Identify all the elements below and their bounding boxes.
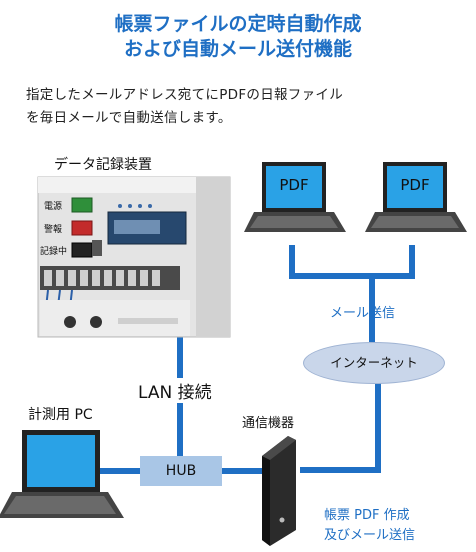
description-line-2: を毎日メールで自動送信します。	[26, 110, 232, 126]
power-button-label: 電源	[44, 202, 63, 212]
mail-send-label: メール送信	[330, 306, 396, 321]
communication-device	[262, 436, 296, 546]
measurement-pc-label: 計測用 PC	[28, 407, 93, 423]
internet-node: インターネット	[303, 342, 445, 384]
recording-button-label: 記録中	[40, 247, 68, 257]
communication-device-label: 通信機器	[242, 416, 295, 431]
description-line-1: 指定したメールアドレス宛てにPDFの日報ファイル	[26, 87, 344, 103]
measurement-pc-laptop	[0, 430, 124, 518]
laptop-top-right	[365, 162, 467, 232]
title-line-1: 帳票ファイルの定時自動作成	[114, 13, 362, 35]
hub-node: HUB	[140, 456, 222, 486]
connector-lines	[100, 245, 415, 474]
recorder-label: データ記録装置	[54, 157, 152, 173]
data-recorder-device	[37, 176, 231, 338]
title-line-2: および自動メール送付機能	[123, 38, 352, 60]
laptop-2-screen-text: PDF	[400, 176, 430, 194]
pdf-create-label-line-2: 及びメール送信	[324, 528, 416, 543]
laptop-top-left	[244, 162, 346, 232]
alarm-button-label: 警報	[44, 225, 63, 235]
pdf-create-label-line-1: 帳票 PDF 作成	[324, 508, 410, 523]
lan-connection-label: LAN 接続	[136, 378, 214, 403]
laptop-1-screen-text: PDF	[279, 176, 309, 194]
